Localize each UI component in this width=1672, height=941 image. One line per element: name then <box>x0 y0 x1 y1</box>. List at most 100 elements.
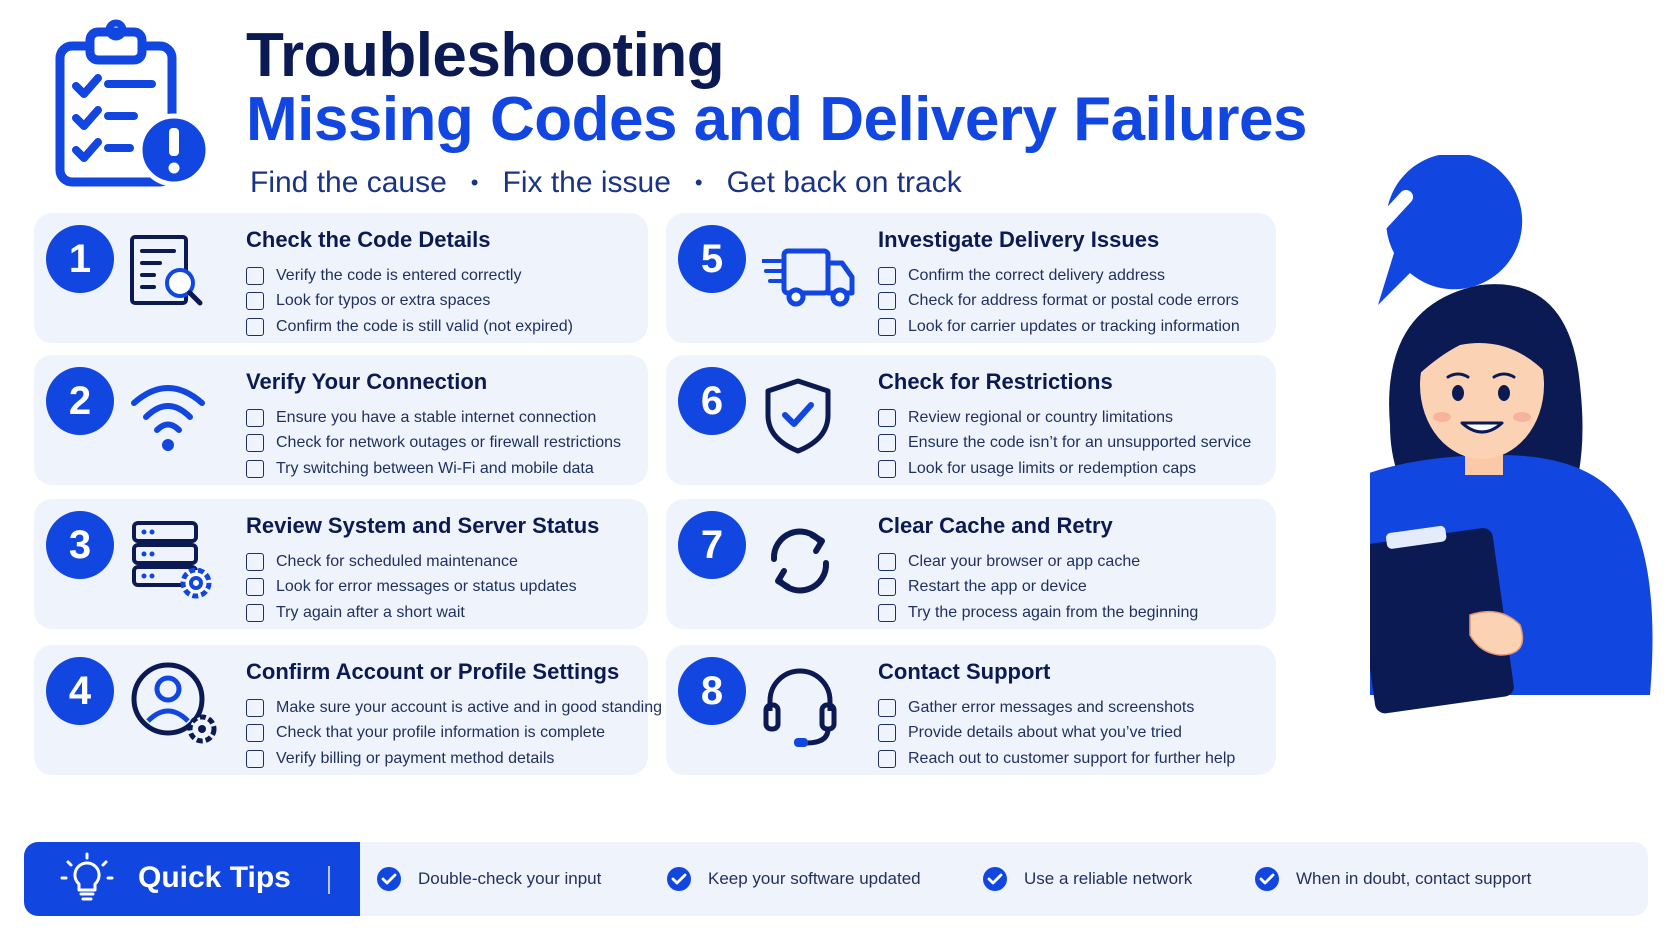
subtitle: Find the cause • Fix the issue • Get bac… <box>250 166 962 200</box>
checklist-item-label: Try the process again from the beginning <box>908 603 1199 621</box>
subtitle-separator: • <box>694 170 703 195</box>
step-title: Verify Your Connection <box>246 369 488 394</box>
step-number-badge: 2 <box>46 367 114 435</box>
checkbox[interactable] <box>878 459 896 478</box>
checklist-item-label: Verify the code is entered correctly <box>276 266 522 284</box>
checklist-item: Check for address format or postal code … <box>878 289 1240 315</box>
step-number-badge: 8 <box>678 657 746 725</box>
checklist-item: Ensure the code isn’t for an unsupported… <box>878 431 1251 457</box>
step-title: Confirm Account or Profile Settings <box>246 659 620 684</box>
quick-tip-item: When in doubt, contact support <box>1254 866 1531 892</box>
checklist-item-label: Make sure your account is active and in … <box>276 698 663 716</box>
step-number-badge: 7 <box>678 511 746 579</box>
checklist-item: Look for typos or extra spaces <box>246 289 573 315</box>
checkbox[interactable] <box>878 292 896 311</box>
checkbox[interactable] <box>246 459 264 478</box>
step-card-5: 5 Investigate Delivery Issues Confirm th… <box>666 213 1276 343</box>
quick-tip-item: Keep your software updated <box>666 866 921 892</box>
step-number-badge: 1 <box>46 225 114 293</box>
subtitle-item: Fix the issue <box>502 166 671 199</box>
woman-with-clipboard-check-bubble-icon <box>1370 155 1653 714</box>
checkbox[interactable] <box>878 552 896 571</box>
checklist-item: Verify billing or payment method details <box>246 746 662 772</box>
lightbulb-icon <box>60 852 114 901</box>
checkbox[interactable] <box>878 603 896 622</box>
step-title: Check the Code Details <box>246 227 491 252</box>
checkbox[interactable] <box>246 266 264 285</box>
checklist-item: Clear your browser or app cache <box>878 549 1198 575</box>
checklist-item: Check for scheduled maintenance <box>246 549 577 575</box>
step-checklist: Ensure you have a stable internet connec… <box>246 405 621 482</box>
step-title: Contact Support <box>878 659 1051 684</box>
clipboard-checklist-alert-icon <box>55 19 211 187</box>
step-card-3: 3 Review System and Server Status Check … <box>34 499 648 629</box>
step-checklist: Gather error messages and screenshots Pr… <box>878 695 1235 772</box>
checkbox[interactable] <box>878 434 896 453</box>
checklist-item: Look for carrier updates or tracking inf… <box>878 314 1240 340</box>
step-card-1: 1 Check the Code Details Verify the code… <box>34 213 648 343</box>
server-gear-icon <box>132 521 212 599</box>
step-checklist: Verify the code is entered correctly Loo… <box>246 263 573 340</box>
checklist-item-label: Ensure the code isn’t for an unsupported… <box>908 434 1252 452</box>
checkbox[interactable] <box>878 749 896 768</box>
subtitle-item: Find the cause <box>250 166 447 199</box>
quick-tip-item: Double-check your input <box>376 866 601 892</box>
checklist-item-label: Try switching between Wi-Fi and mobile d… <box>276 459 594 477</box>
checkbox[interactable] <box>246 724 264 743</box>
check-circle-icon <box>1255 867 1279 891</box>
checkbox[interactable] <box>246 698 264 717</box>
delivery-truck-icon <box>762 248 855 307</box>
document-search-icon <box>130 235 203 306</box>
quick-tips-label: Quick Tips <box>138 861 291 894</box>
headset-icon <box>763 668 837 747</box>
checkbox[interactable] <box>878 317 896 336</box>
checkbox[interactable] <box>878 724 896 743</box>
checklist-item-label: Check for network outages or firewall re… <box>276 434 622 452</box>
quick-tip-item: Use a reliable network <box>982 866 1192 892</box>
checkbox[interactable] <box>246 292 264 311</box>
checklist-item: Make sure your account is active and in … <box>246 695 662 721</box>
checkbox[interactable] <box>246 578 264 597</box>
step-card-2: 2 Verify Your Connection Ensure you have… <box>34 355 648 485</box>
checklist-item: Verify the code is entered correctly <box>246 263 573 289</box>
page-title-line2: Missing Codes and Delivery Failures <box>246 85 1307 154</box>
checklist-item-label: Look for carrier updates or tracking inf… <box>908 317 1240 335</box>
step-card-8: 8 Contact Support Gather error messages … <box>666 645 1276 775</box>
checkbox[interactable] <box>246 603 264 622</box>
checklist-item-label: Restart the app or device <box>908 578 1087 596</box>
checklist-item-label: Confirm the correct delivery address <box>908 266 1165 284</box>
checklist-item: Look for usage limits or redemption caps <box>878 456 1251 482</box>
check-circle-icon <box>983 867 1007 891</box>
checkbox[interactable] <box>246 552 264 571</box>
checkbox[interactable] <box>878 266 896 285</box>
shield-check-icon <box>765 378 831 454</box>
checkbox[interactable] <box>246 317 264 336</box>
checkbox[interactable] <box>878 578 896 597</box>
checkbox[interactable] <box>878 408 896 427</box>
checklist-item-label: Check for address format or postal code … <box>908 292 1239 310</box>
wifi-icon <box>131 385 205 451</box>
checklist-item: Review regional or country limitations <box>878 405 1251 431</box>
step-title: Check for Restrictions <box>878 369 1113 394</box>
checkbox[interactable] <box>246 434 264 453</box>
checkbox[interactable] <box>246 749 264 768</box>
checklist-item-label: Look for error messages or status update… <box>276 578 577 596</box>
quick-tip-label: Double-check your input <box>418 869 602 888</box>
checkbox[interactable] <box>246 408 264 427</box>
checklist-item: Check for network outages or firewall re… <box>246 431 621 457</box>
checkbox[interactable] <box>878 698 896 717</box>
checklist-item: Confirm the code is still valid (not exp… <box>246 314 573 340</box>
quick-tip-label: When in doubt, contact support <box>1296 869 1532 888</box>
quick-tips-bar: Quick Tips Double-check your input Keep … <box>24 842 1648 916</box>
step-checklist: Review regional or country limitations E… <box>878 405 1251 482</box>
checklist-item-label: Review regional or country limitations <box>908 408 1173 426</box>
refresh-icon <box>770 528 830 594</box>
check-circle-icon <box>667 867 691 891</box>
step-card-7: 7 Clear Cache and Retry Clear your brows… <box>666 499 1276 629</box>
quick-tip-label: Keep your software updated <box>708 869 921 888</box>
step-title: Review System and Server Status <box>246 513 600 538</box>
step-checklist: Clear your browser or app cache Restart … <box>878 549 1198 626</box>
checklist-item: Reach out to customer support for furthe… <box>878 746 1235 772</box>
quick-tip-label: Use a reliable network <box>1024 869 1193 888</box>
checklist-item: Confirm the correct delivery address <box>878 263 1240 289</box>
